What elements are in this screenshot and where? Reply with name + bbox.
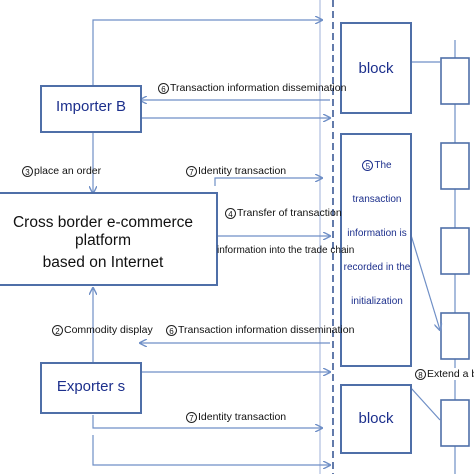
edge-label-e4-line2: information into the trade chain (217, 245, 355, 256)
block-bottom-box (340, 384, 412, 454)
block-top-box (340, 22, 412, 114)
step-circle-2: 2 (52, 324, 63, 336)
recorded-text-2: information is (347, 228, 407, 240)
edge-text-e2: Commodity display (64, 324, 153, 336)
platform-label-line2: based on Internet (42, 254, 164, 271)
edge-text-e3: place an order (34, 165, 102, 177)
exporter-box (40, 362, 142, 414)
recorded-box (340, 133, 412, 367)
step-circle-7-top: 7 (186, 165, 197, 177)
edge-text-e7-top: Identity transaction (198, 165, 287, 177)
arrow-top-route (92, 20, 322, 85)
block-top-label: block (358, 60, 394, 77)
arrow-extend-block (410, 387, 441, 421)
recorded-text-4: initialization (351, 296, 403, 308)
chain-block-4 (440, 312, 470, 360)
arrow-bottom-route (92, 435, 330, 465)
edge-text-e7-bottom: Identity transaction (198, 411, 287, 423)
importer-box (40, 85, 142, 133)
step-circle-8: 8 (415, 368, 426, 380)
recorded-text-1: transaction (352, 194, 402, 206)
chain-block-3 (440, 227, 470, 275)
step-circle-5: 5 (362, 160, 374, 171)
recorded-text-0: The (374, 160, 392, 172)
step-circle-3: 3 (22, 165, 33, 177)
step-circle-6-top: 6 (158, 82, 169, 94)
platform-label-line1: Cross border e-commerce platform (12, 214, 194, 249)
chain-block-2 (440, 142, 470, 190)
step-circle-6-bottom: 6 (166, 324, 177, 336)
platform-box (0, 192, 218, 286)
arrow-e7-bottom (92, 415, 322, 428)
importer-label: Importer B (55, 98, 127, 115)
chain-block-1 (440, 57, 470, 105)
edge-text-e4-line1: Transfer of transaction (237, 207, 342, 219)
arrow-e7-top (214, 178, 322, 186)
arrow-recorded-to-chain (410, 234, 440, 330)
step-circle-7-bottom: 7 (186, 411, 197, 423)
step-circle-4: 4 (225, 207, 236, 219)
edge-text-e6-top: Transaction information dissemination (170, 82, 347, 94)
recorded-text-3: recorded in the (343, 262, 411, 274)
exporter-label: Exporter s (56, 378, 126, 395)
chain-block-5 (440, 399, 470, 447)
block-bottom-label: block (358, 410, 394, 427)
edge-text-e6-bottom: Transaction information dissemination (178, 324, 355, 336)
edge-text-e8: Extend a blo (427, 368, 474, 380)
